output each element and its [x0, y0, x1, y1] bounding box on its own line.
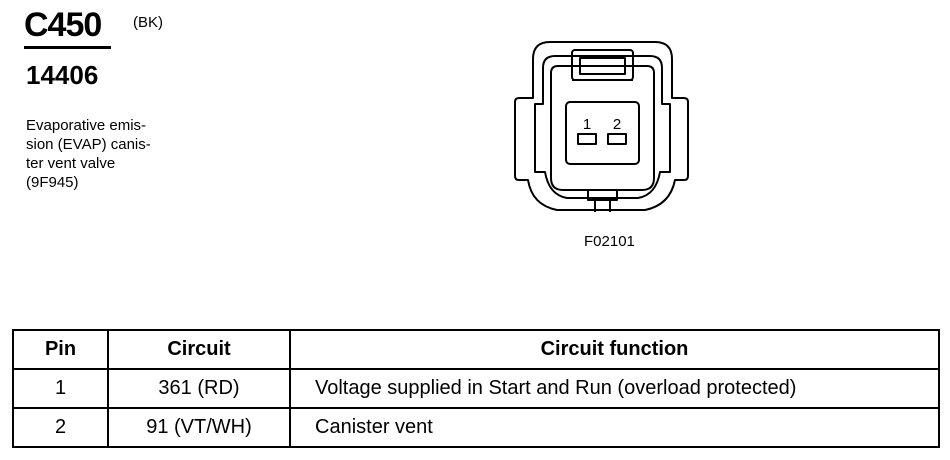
pin-label-2: 2 — [613, 116, 621, 133]
connector-face-diagram: 1 2 — [514, 41, 689, 212]
table-row: 1 361 (RD) Voltage supplied in Start and… — [12, 368, 940, 409]
header-circuit: Circuit — [107, 329, 291, 370]
circuit-cell: 361 (RD) — [107, 368, 291, 409]
title-rule — [24, 46, 111, 49]
figure-caption: F02101 — [584, 233, 635, 250]
table-row: 2 91 (VT/WH) Canister vent — [12, 407, 940, 448]
circuit-cell: 91 (VT/WH) — [107, 407, 291, 448]
bottom-key — [587, 190, 618, 201]
header-pin: Pin — [12, 329, 109, 370]
part-number: 14406 — [26, 60, 99, 90]
connector-outer-housing — [514, 41, 689, 211]
connector-inner-body — [534, 55, 671, 199]
pin-2-terminal — [607, 133, 627, 145]
pin-label-1: 1 — [583, 116, 591, 133]
pin-table: Pin Circuit Circuit function 1 361 (RD) … — [12, 329, 940, 448]
table-header-row: Pin Circuit Circuit function — [12, 329, 940, 370]
pin-cell: 2 — [12, 407, 109, 448]
color-code: (BK) — [133, 14, 163, 31]
function-cell: Canister vent — [289, 407, 940, 448]
terminal-cavity — [565, 101, 640, 165]
header-circuit-function: Circuit function — [289, 329, 940, 370]
component-description: Evaporative emis- sion (EVAP) canis- ter… — [26, 117, 151, 191]
function-cell: Voltage supplied in Start and Run (overl… — [289, 368, 940, 409]
pin-cell: 1 — [12, 368, 109, 409]
pin-1-terminal — [577, 133, 597, 145]
connector-id: C450 — [24, 6, 102, 44]
